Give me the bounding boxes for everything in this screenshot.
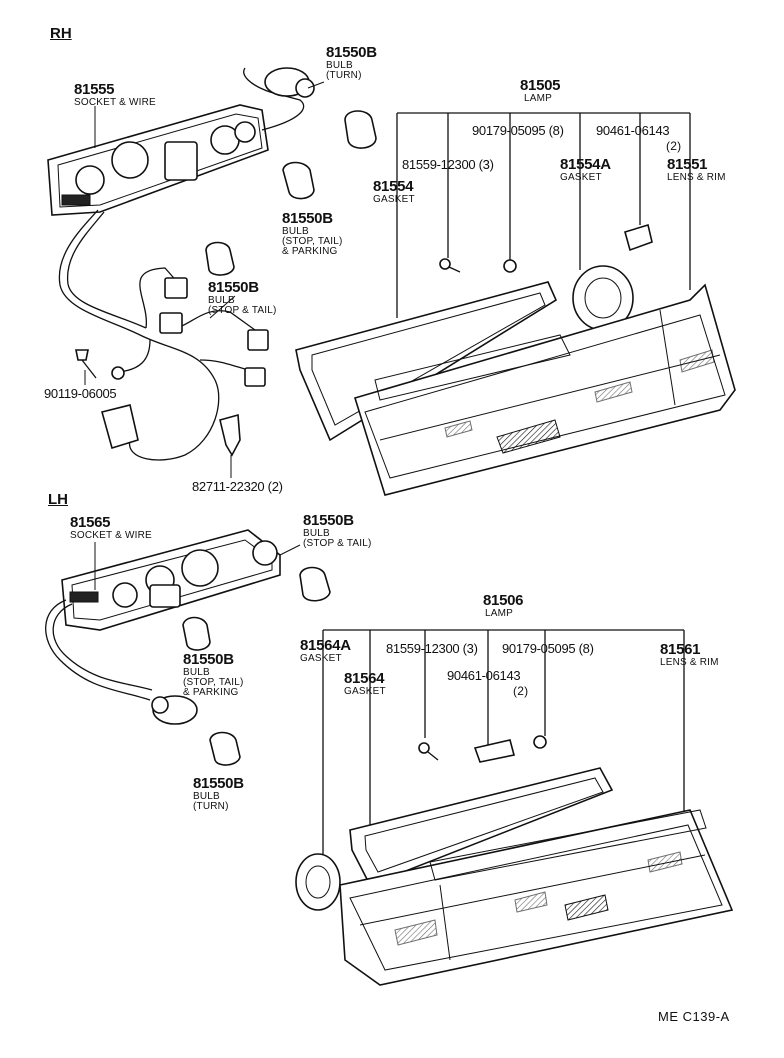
lh-gasket-desc: GASKET <box>344 686 386 697</box>
rh-socket-number: 81555 <box>74 81 115 98</box>
rh-gasket-a-number: 81554A <box>560 156 611 173</box>
lh-lamp-desc: LAMP <box>485 608 514 619</box>
lh-socket-desc: SOCKET & WIRE <box>70 530 152 541</box>
rh-gasket-number: 81554 <box>373 178 414 195</box>
rh-bulb-park-desc2: (STOP, TAIL) <box>282 236 343 247</box>
lh-gasket-number: 81564 <box>344 670 385 687</box>
rh-socket-wire-drawing <box>47 67 315 461</box>
rh-lens-number: 81551 <box>667 156 708 173</box>
lh-90461-number: 90461-06143 <box>447 668 521 683</box>
lh-bulb-park-desc3: & PARKING <box>183 687 239 698</box>
lh-bulb-park-desc2: (STOP, TAIL) <box>183 677 244 688</box>
lh-socket-number: 81565 <box>70 514 111 531</box>
rh-clip-number: 82711-22320 (2) <box>192 479 283 494</box>
lh-bulbs-drawing <box>182 566 331 766</box>
rh-screw-number: 90119-06005 <box>44 386 117 401</box>
lh-bulb-turn-number: 81550B <box>193 775 244 792</box>
lh-81559-number: 81559-12300 (3) <box>386 641 478 656</box>
rh-bulb-stop-desc: BULB <box>208 295 235 306</box>
rh-bulb-turn-number: 81550B <box>326 44 377 61</box>
rh-bulb-turn-desc2: (TURN) <box>326 70 362 81</box>
lh-bulb-stop-desc2: (STOP & TAIL) <box>303 538 372 549</box>
rh-90461-number: 90461-06143 <box>596 123 670 138</box>
rh-gasket-a-desc: GASKET <box>560 172 602 183</box>
lh-bulb-turn-desc2: (TURN) <box>193 801 229 812</box>
rh-hardware-drawing <box>439 223 653 331</box>
lh-lens-desc: LENS & RIM <box>660 657 719 668</box>
label-leaders <box>84 81 325 590</box>
lh-lens-number: 81561 <box>660 641 701 658</box>
lh-bulb-stop-desc: BULB <box>303 528 330 539</box>
rh-lamp-drawing <box>295 281 736 496</box>
lh-lamp-drawing <box>339 767 734 986</box>
rh-bulb-stop-desc2: (STOP & TAIL) <box>208 305 277 316</box>
rh-bulb-park-desc: BULB <box>282 226 309 237</box>
rh-bulb-turn-desc: BULB <box>326 60 353 71</box>
lh-bulb-park-number: 81550B <box>183 651 234 668</box>
section-label-rh: RH <box>50 25 72 42</box>
rh-bulbs-drawing <box>205 110 377 276</box>
rh-lamp-number: 81505 <box>520 77 561 94</box>
rh-81559-number: 81559-12300 (3) <box>402 157 494 172</box>
diagram-code: ME C139-A <box>658 1009 730 1024</box>
rh-lens-desc: LENS & RIM <box>667 172 726 183</box>
rh-bulb-park-number: 81550B <box>282 210 333 227</box>
rh-lamp-leaders <box>396 112 691 318</box>
lh-lamp-leaders <box>322 629 685 860</box>
rh-90179-number: 90179-05095 (8) <box>472 123 564 138</box>
lh-gasket-a-number: 81564A <box>300 637 351 654</box>
lh-90179-number: 90179-05095 (8) <box>502 641 594 656</box>
lh-lamp-number: 81506 <box>483 592 524 609</box>
rh-gasket-desc: GASKET <box>373 194 415 205</box>
section-label-lh: LH <box>48 491 68 508</box>
lh-bulb-park-desc: BULB <box>183 667 210 678</box>
rh-bulb-stop-number: 81550B <box>208 279 259 296</box>
lh-hardware-drawing <box>295 735 547 911</box>
lh-bulb-turn-desc: BULB <box>193 791 220 802</box>
lh-socket-wire-drawing <box>45 529 281 725</box>
rh-90461-qty: (2) <box>666 139 682 153</box>
rh-bulb-park-desc3: & PARKING <box>282 246 338 257</box>
lh-gasket-a-desc: GASKET <box>300 653 342 664</box>
rh-socket-desc: SOCKET & WIRE <box>74 97 156 108</box>
lh-bulb-stop-number: 81550B <box>303 512 354 529</box>
rh-lamp-desc: LAMP <box>524 93 553 104</box>
lh-90461-qty: (2) <box>513 684 529 698</box>
